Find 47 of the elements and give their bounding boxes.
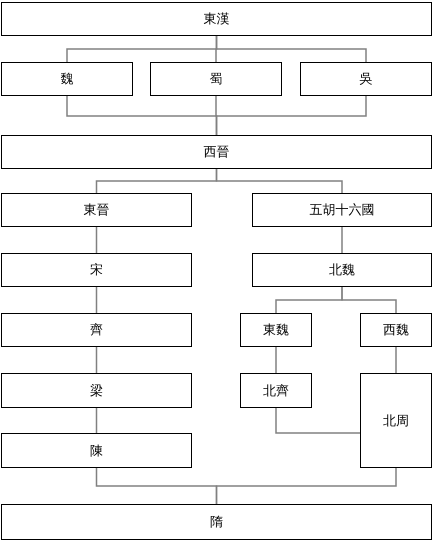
dynasty-name: 齊 bbox=[90, 322, 103, 339]
dynasty-box bbox=[360, 373, 432, 468]
connector-line bbox=[96, 347, 98, 373]
dynasty-box bbox=[252, 253, 432, 287]
dynasty-name: 東魏 bbox=[263, 322, 289, 339]
dynasty-box bbox=[252, 193, 432, 227]
connector-line bbox=[216, 96, 367, 135]
dynasty-box bbox=[360, 313, 432, 347]
connector-line bbox=[275, 347, 277, 373]
dynasty-name: 東漢 bbox=[204, 11, 230, 28]
connector-line bbox=[341, 287, 397, 313]
connector-line bbox=[216, 36, 367, 62]
dynasty-name: 西晉 bbox=[204, 144, 230, 161]
dynasty-name: 蜀 bbox=[210, 71, 222, 88]
dynasty-box bbox=[1, 135, 432, 169]
dynasty-name: 陳 bbox=[90, 442, 103, 460]
dynasty-name: 梁 bbox=[90, 382, 103, 400]
dynasty-name: 宋 bbox=[90, 262, 103, 279]
dynasty-name: 東晉 bbox=[84, 202, 110, 219]
connector-line bbox=[216, 468, 397, 504]
dynasty-box bbox=[1, 253, 192, 287]
dynasty-name: 吳 bbox=[360, 71, 372, 88]
connector-line bbox=[96, 227, 98, 253]
dynasty-box bbox=[300, 62, 432, 96]
connector-line bbox=[216, 169, 343, 193]
connector-line bbox=[96, 408, 98, 433]
dynasty-box bbox=[1, 433, 192, 468]
dynasty-name: 北齊 bbox=[263, 382, 289, 400]
dynasty-name: 北魏 bbox=[329, 262, 355, 279]
dynasty-box bbox=[1, 504, 432, 540]
dynasty-box bbox=[1, 62, 133, 96]
connector-line bbox=[275, 408, 360, 434]
dynasty-name: 隋 bbox=[210, 514, 223, 531]
dynasty-box bbox=[1, 2, 432, 36]
dynasty-box bbox=[240, 313, 312, 347]
connector-line bbox=[395, 347, 397, 373]
dynasty-name: 北周 bbox=[383, 412, 409, 430]
dynasty-box bbox=[1, 313, 192, 347]
dynasty-name: 西魏 bbox=[383, 322, 409, 339]
dynasty-box bbox=[240, 373, 312, 408]
connector-line bbox=[341, 227, 343, 253]
dynasty-name: 魏 bbox=[60, 71, 74, 88]
dynasty-name: 五胡十六國 bbox=[310, 202, 374, 219]
dynasty-box bbox=[1, 373, 192, 408]
dynasty-box bbox=[1, 193, 192, 227]
connector-line bbox=[96, 287, 98, 313]
dynasty-box bbox=[150, 62, 282, 96]
